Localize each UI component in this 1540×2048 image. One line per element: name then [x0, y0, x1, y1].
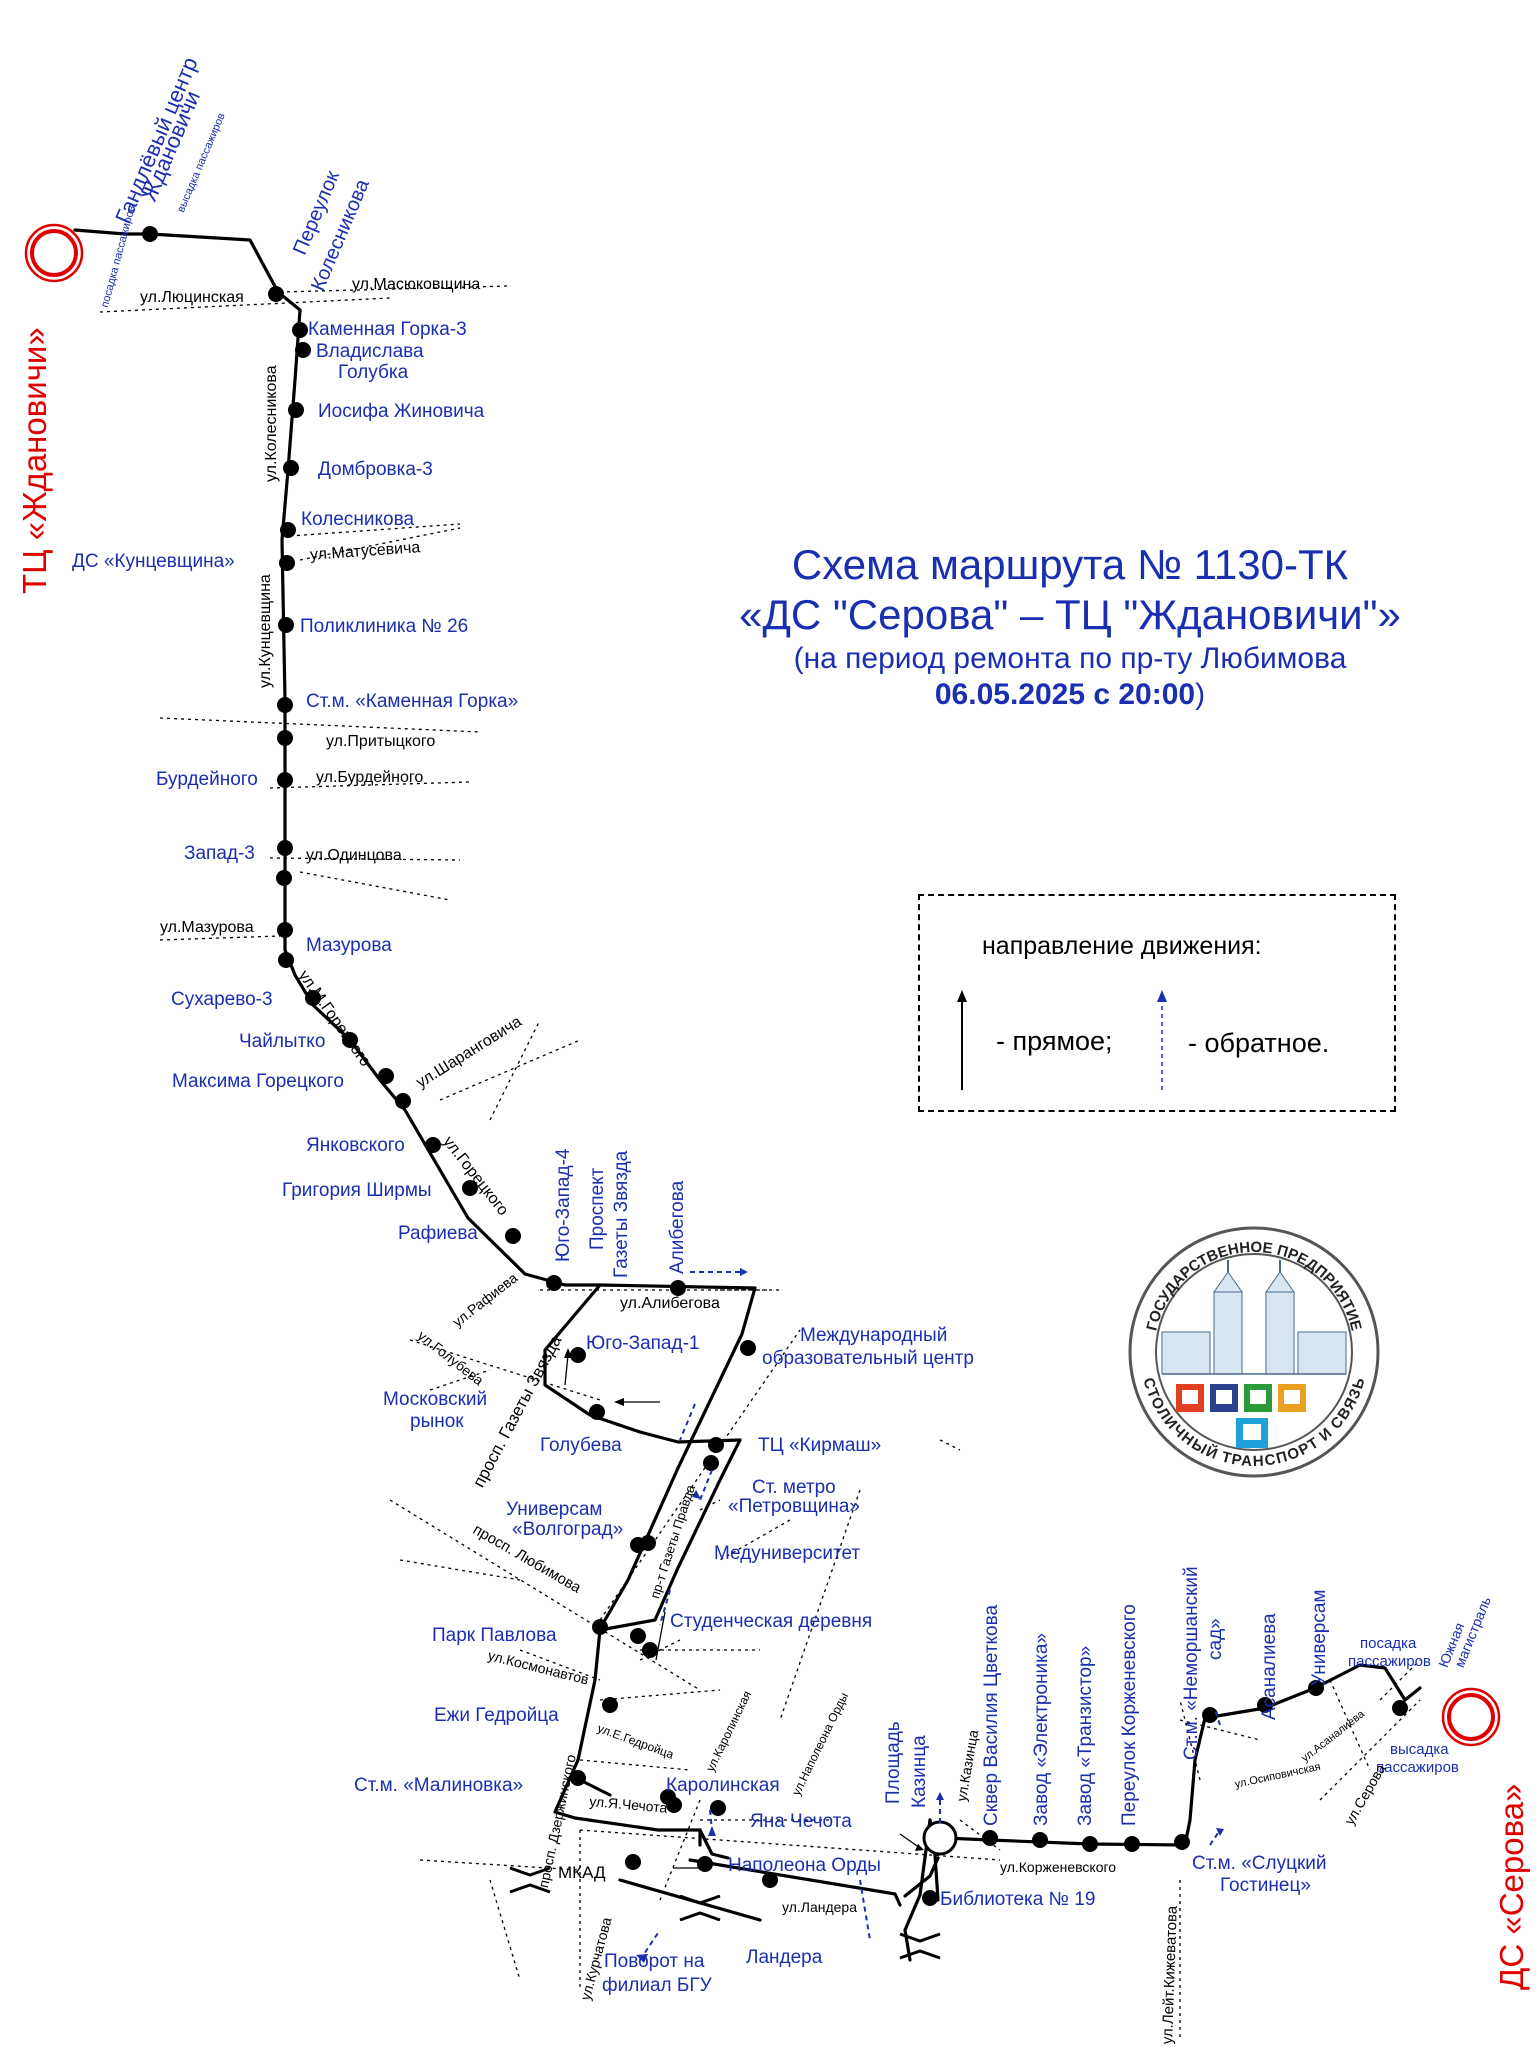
stop-yugo-zapad-1: Юго-Запад-1: [586, 1333, 700, 1354]
stop-zhinovicha: Иосифа Жиновича: [318, 401, 485, 422]
stop-petrovshchina-2: «Петровщина»: [728, 1496, 860, 1517]
street-alibegova: ул.Алибегова: [620, 1295, 720, 1312]
forward-arrows: [564, 1354, 921, 1869]
stop-povorot-1: Поворот на: [604, 1951, 705, 1972]
stop-kamennaya-gorka-metro: Ст.м. «Каменная Горка»: [306, 691, 519, 712]
stop-moskovsky-rynok-2: рынок: [410, 1411, 464, 1432]
street-burdeynogo: ул.Бурдейного: [316, 769, 424, 786]
street-masyukovshchina: ул.Масюковщина: [352, 276, 481, 293]
legend: направление движения: - прямое; - обратн…: [918, 894, 1396, 1112]
stop-moskovsky-rynok-1: Московский: [383, 1389, 488, 1410]
legend-arrows: [957, 990, 1167, 1090]
route-title: Схема маршрута № 1130-ТК: [791, 541, 1349, 588]
stop-alibegova: Алибегова: [667, 1180, 688, 1274]
stop-yugo-zapad-4: Юго-Запад-4: [553, 1148, 574, 1262]
stop-park-pavlova: Парк Павлова: [432, 1625, 557, 1646]
stop-nemorshansky-1: Ст.м. «Неморшанский: [1181, 1566, 1202, 1760]
stop-dombrovka-3: Домбровка-3: [318, 459, 433, 480]
legend-forward: - прямое;: [996, 1026, 1113, 1056]
stop-posadka-south-1: посадка: [1360, 1635, 1417, 1652]
stop-maksima-goretskogo: Максима Горецкого: [172, 1071, 344, 1092]
stop-asanalieva: Асаналиева: [1259, 1613, 1280, 1720]
company-logo: ГОСУДАРСТВЕННОЕ ПРЕДПРИЯТИЕ СТОЛИЧНЫЙ ТР…: [1128, 1226, 1380, 1478]
street-korzhenevskogo: ул.Корженевского: [1000, 1859, 1117, 1875]
stop-poliklinika-26: Поликлиника № 26: [300, 616, 469, 637]
stop-yankovskogo: Янковского: [306, 1135, 405, 1156]
terminal-south: ДС «Серова»: [1493, 1783, 1530, 1990]
stop-petrovshchina-1: Ст. метро: [752, 1477, 836, 1498]
bridges: [509, 1866, 941, 1960]
stop-korzhenevskogo: Переулок Корженевского: [1119, 1604, 1140, 1826]
forward-arrowheads: [564, 1348, 924, 1851]
stop-biblioteka-19: Библиотека № 19: [940, 1889, 1096, 1910]
stop-sukharevo-3: Сухарево-3: [171, 989, 273, 1010]
stop-meduniversitet: Медуниверситет: [714, 1543, 861, 1564]
stop-volgograd-1: Универсам: [506, 1499, 603, 1520]
stop-povorot-2: филиал БГУ: [602, 1975, 712, 1996]
stop-kazintsa: Казинца: [909, 1735, 930, 1808]
route-title-block: Схема маршрута № 1130-ТК «ДС "Серова" – …: [640, 540, 1500, 713]
legend-backward: - обратное.: [1188, 1028, 1330, 1058]
stop-malinovka: Ст.м. «Малиновка»: [354, 1775, 524, 1796]
street-landera: ул.Ландера: [782, 1899, 857, 1915]
stop-skver-tsvetkova: Сквер Василия Цветкова: [981, 1604, 1002, 1826]
stop-elektronika: Завод «Электроника»: [1031, 1632, 1052, 1826]
stop-mezhdunarodny-1: Международный: [800, 1325, 948, 1346]
stop-ezhi-gedroytsa: Ежи Гедройца: [434, 1705, 559, 1726]
stop-gazety-zvyazda: Газеты Звязда: [611, 1150, 632, 1278]
stop-slutsky-1: Ст.м. «Слуцкий: [1192, 1853, 1327, 1874]
stop-golubeva: Голубева: [540, 1435, 622, 1456]
street-mazurova: ул.Мазурова: [160, 919, 254, 936]
route-note: (на период ремонта по пр-ту Любимова: [793, 641, 1347, 675]
stop-yana-chechota: Яна Чечота: [750, 1811, 852, 1832]
stop-tranzistor: Завод «Транзистор»: [1075, 1645, 1096, 1826]
route-name: «ДС "Серова" – ТЦ "Ждановичи"»: [739, 591, 1401, 639]
legend-title: направление движения:: [982, 932, 1262, 960]
stop-ploshchad: Площадь: [883, 1721, 904, 1804]
stop-mazurova: Мазурова: [306, 935, 392, 956]
stop-posadka-south-2: пассажиров: [1348, 1653, 1431, 1670]
street-prititskogo: ул.Притыцкого: [326, 733, 436, 750]
stop-volgograd-2: «Волгоград»: [512, 1519, 624, 1540]
reverse-arrowheads: [636, 1268, 1224, 1963]
stop-kolesnikova: Колесникова: [301, 509, 415, 530]
stop-karolinskaya: Каролинская: [666, 1775, 780, 1796]
stop-zapad-3: Запад-3: [184, 843, 255, 864]
route-date: 06.05.2025 с 20:00): [640, 677, 1500, 713]
street-kuntsevshchina: ул.Кунцевщина: [257, 574, 274, 688]
street-odintsova: ул.Одинцова: [306, 847, 402, 864]
route-date-value: 06.05.2025 с 20:00: [934, 677, 1196, 711]
stop-nemorshansky-2: сад»: [1205, 1618, 1226, 1660]
stop-napoleona-ordy: Наполеона Орды: [728, 1855, 881, 1876]
stop-prospekt: Проспект: [587, 1167, 608, 1250]
terminal-north: ТЦ «Ждановичи»: [16, 327, 53, 594]
street-mkad: МКАД: [558, 1863, 606, 1882]
stop-golubka: Голубка: [338, 362, 409, 383]
stop-kirmash: ТЦ «Кирмаш»: [758, 1435, 882, 1456]
stop-kuntsevshchina: ДС «Кунцевщина»: [72, 551, 235, 572]
stop-slutsky-2: Гостинец»: [1220, 1875, 1311, 1896]
stop-vysadka-south-2: пассажиров: [1376, 1759, 1459, 1776]
stop-mezhdunarodny-2: образовательный центр: [762, 1348, 974, 1369]
stop-vladislava: Владислава: [316, 341, 424, 362]
street-kolesnikova: ул.Колесникова: [263, 365, 280, 482]
stop-burdeynogo: Бурдейного: [156, 769, 258, 790]
stop-landera: Ландера: [746, 1947, 823, 1968]
stop-vysadka-south-1: высадка: [1390, 1741, 1449, 1758]
stop-studencheskaya: Студенческая деревня: [670, 1611, 873, 1632]
stop-rafieva: Рафиева: [398, 1223, 478, 1244]
stop-grigoriya-shirmy: Григория Ширмы: [282, 1180, 432, 1201]
reverse-arrows: [639, 1271, 1221, 1961]
street-lyutsinskaya: ул.Люцинская: [140, 289, 244, 306]
route-date-close: ): [1195, 677, 1206, 711]
stop-chaylytko: Чайлытко: [239, 1031, 326, 1052]
stop-dots: [142, 226, 1408, 1906]
stop-universam: Универсам: [1309, 1589, 1330, 1686]
stop-kamennaya-gorka-3: Каменная Горка-3: [308, 319, 467, 340]
